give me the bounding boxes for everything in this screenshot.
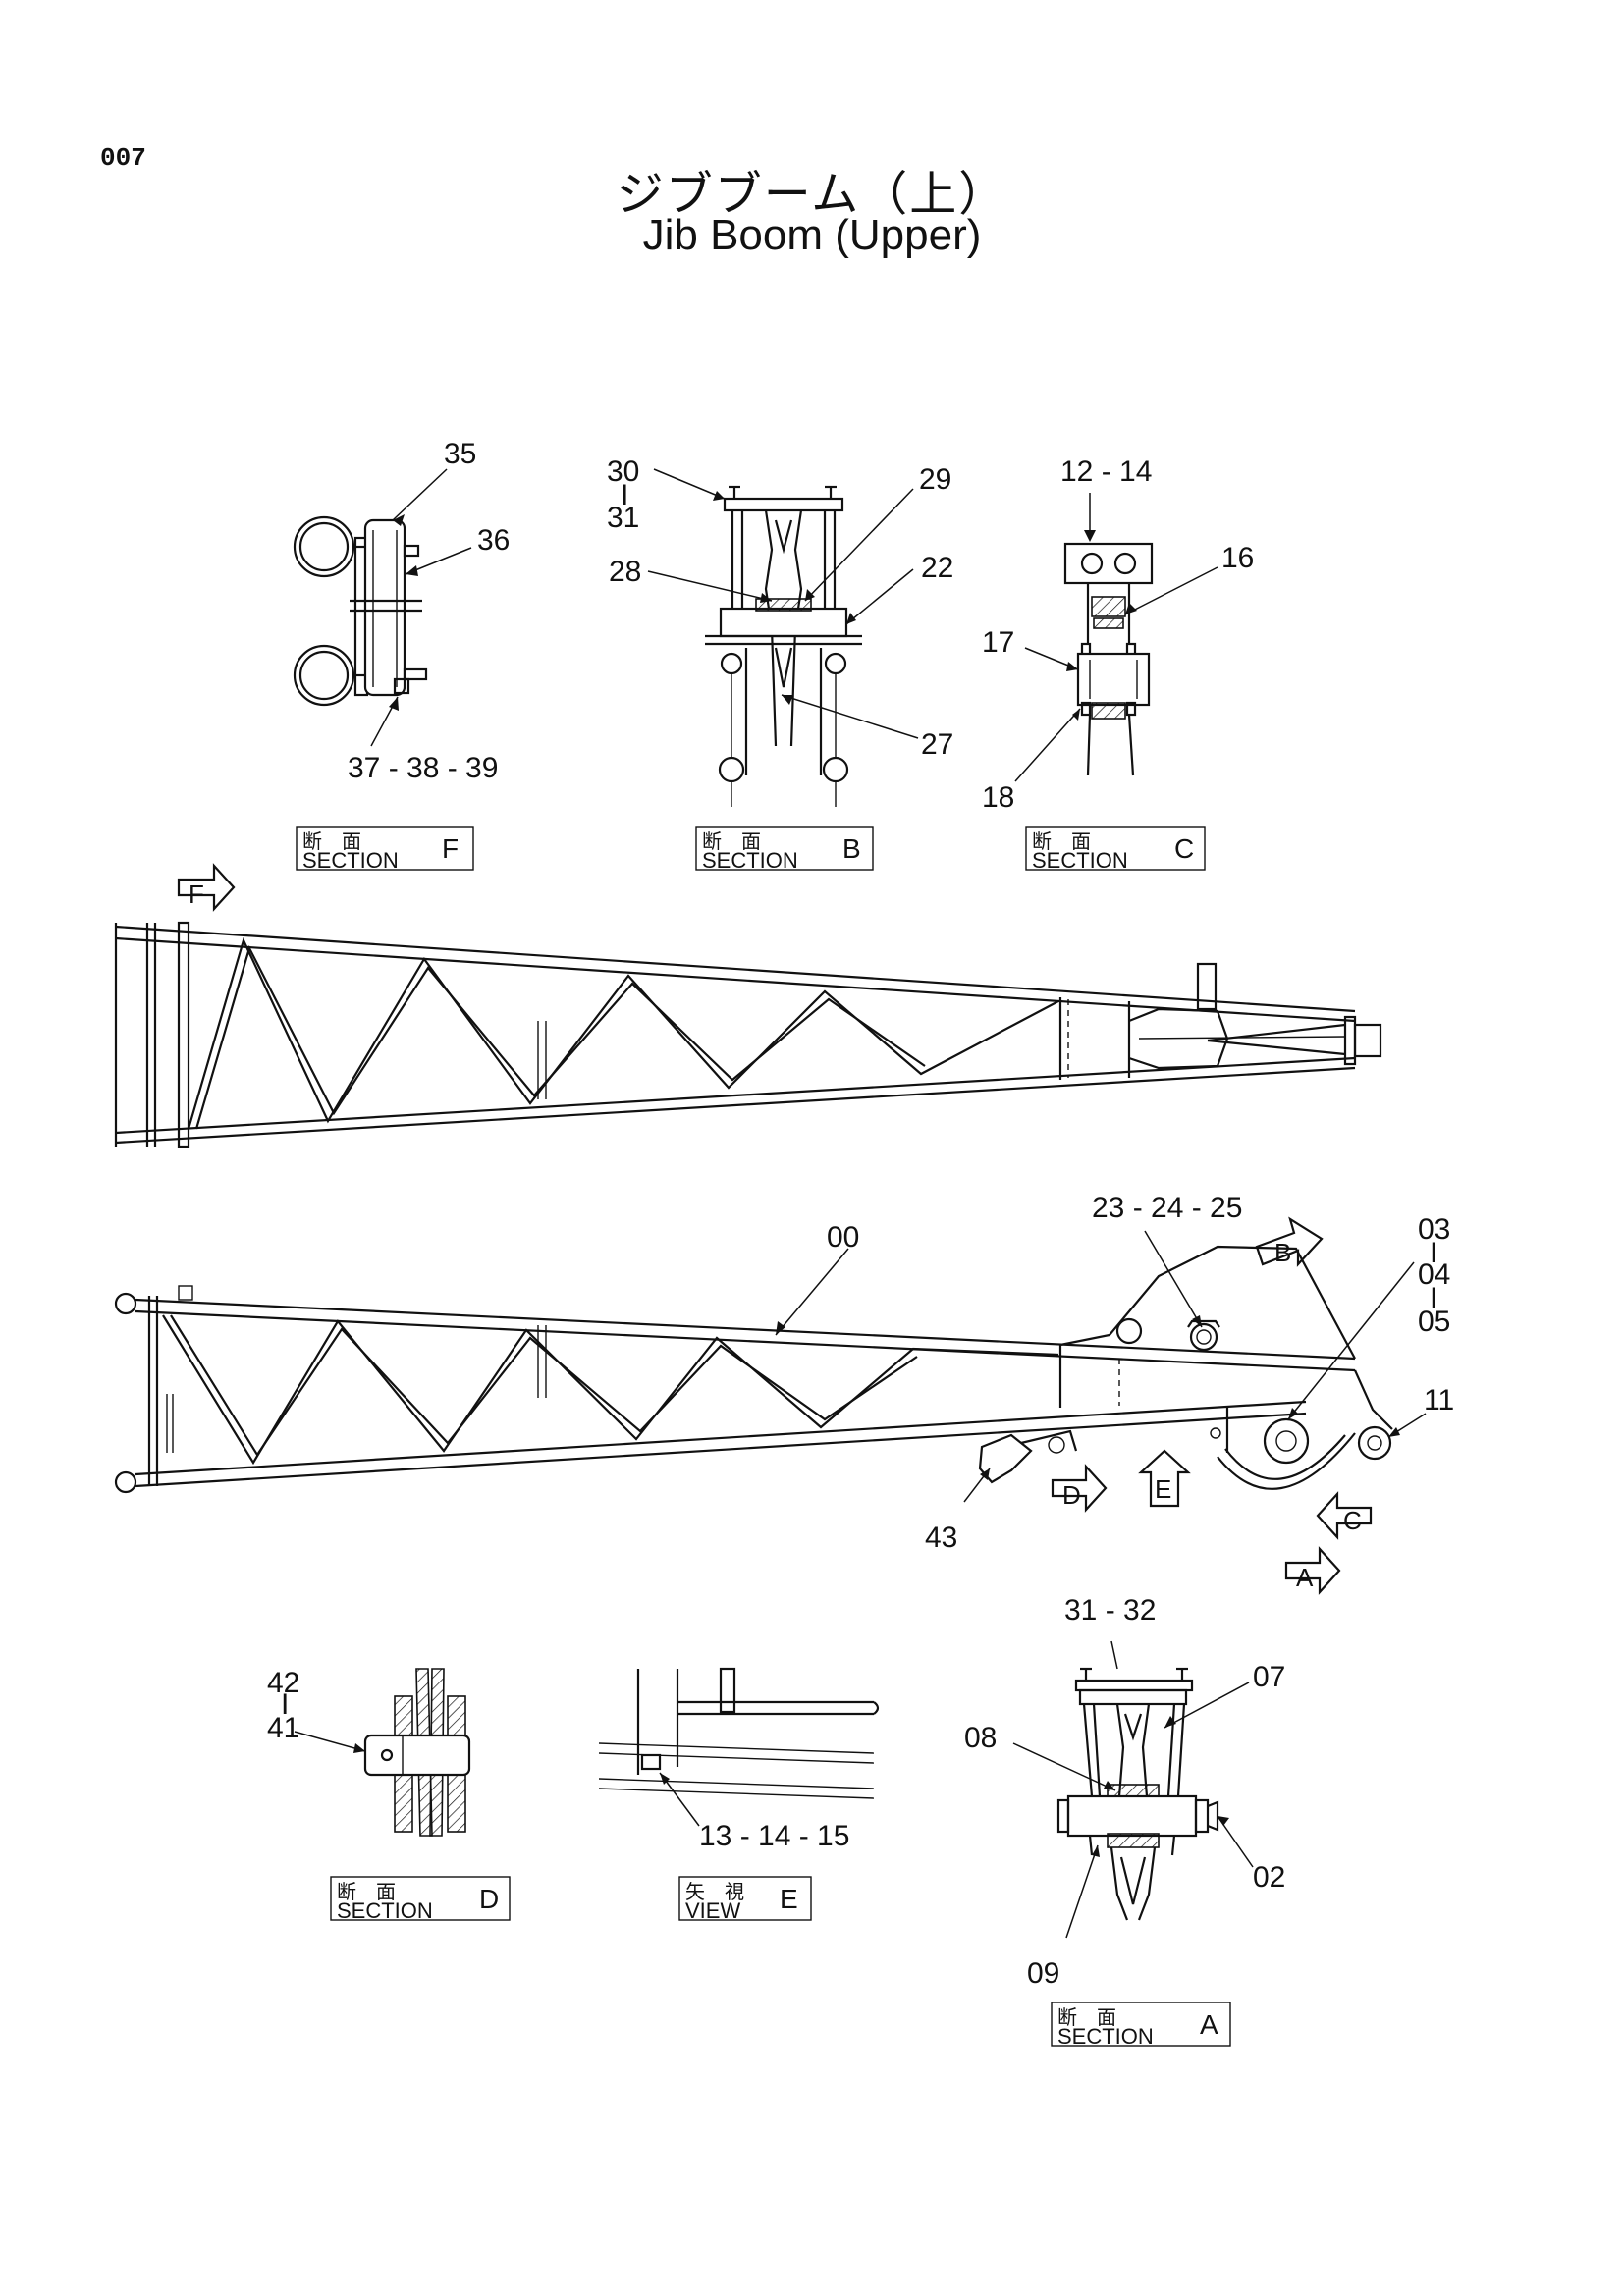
svg-text:断 面: 断 面 xyxy=(702,829,761,853)
svg-text:D: D xyxy=(1062,1480,1081,1510)
view-arrow-a: A xyxy=(1284,1546,1341,1595)
part-labels: 35 36 37 - 38 - 39 30 I 31 29 28 22 27 1… xyxy=(267,438,1454,1990)
svg-text:I: I xyxy=(281,1688,289,1721)
label-35: 35 xyxy=(444,438,476,470)
svg-text:SECTION: SECTION xyxy=(337,1898,433,1923)
view-arrow-b: B xyxy=(1255,1216,1324,1267)
label-13-15: 13 - 14 - 15 xyxy=(699,1820,849,1852)
label-18: 18 xyxy=(982,781,1014,814)
section-label-c: 断 面 SECTION C xyxy=(1025,826,1206,873)
svg-text:矢 視: 矢 視 xyxy=(685,1880,744,1903)
label-31: 31 xyxy=(607,502,639,534)
section-b-detail xyxy=(647,468,919,807)
label-42: 42 xyxy=(267,1667,299,1699)
label-36: 36 xyxy=(477,524,510,557)
page-number: 007 xyxy=(100,143,146,173)
section-f-detail xyxy=(293,468,472,747)
title-english: Jib Boom (Upper) xyxy=(642,211,982,259)
view-arrow-d: D xyxy=(1051,1464,1108,1513)
label-41: 41 xyxy=(267,1712,299,1744)
svg-text:C: C xyxy=(1343,1506,1362,1535)
section-label-f: 断 面 SECTION F xyxy=(296,826,474,873)
svg-text:I: I xyxy=(1430,1237,1437,1269)
svg-text:SECTION: SECTION xyxy=(302,848,399,873)
label-23-25: 23 - 24 - 25 xyxy=(1092,1192,1242,1224)
section-label-b: 断 面 SECTION B xyxy=(695,826,874,873)
svg-text:C: C xyxy=(1174,833,1194,864)
svg-text:B: B xyxy=(842,833,861,864)
section-label-d: 断 面 SECTION D xyxy=(330,1876,511,1923)
label-03: 03 xyxy=(1418,1213,1450,1246)
label-11: 11 xyxy=(1424,1384,1454,1416)
svg-text:I: I xyxy=(1430,1282,1437,1314)
svg-text:VIEW: VIEW xyxy=(685,1898,740,1923)
svg-text:E: E xyxy=(780,1884,798,1914)
svg-text:E: E xyxy=(1155,1474,1171,1504)
label-27: 27 xyxy=(921,728,953,761)
label-05: 05 xyxy=(1418,1306,1450,1338)
svg-text:I: I xyxy=(621,479,628,511)
label-30: 30 xyxy=(607,455,639,488)
svg-text:B: B xyxy=(1274,1238,1291,1267)
section-c-detail xyxy=(1014,493,1218,782)
label-29: 29 xyxy=(919,463,951,496)
view-arrow-f: F xyxy=(177,863,236,912)
label-07: 07 xyxy=(1253,1661,1285,1693)
section-a-detail xyxy=(1012,1640,1254,1939)
svg-text:D: D xyxy=(479,1884,499,1914)
label-12-14: 12 - 14 xyxy=(1060,455,1152,488)
section-d-detail xyxy=(294,1668,471,1837)
view-label-e: 矢 視 VIEW E xyxy=(678,1876,812,1923)
view-e-detail xyxy=(598,1667,880,1827)
label-43: 43 xyxy=(925,1522,957,1554)
view-arrow-e: E xyxy=(1138,1449,1191,1508)
svg-text:断 面: 断 面 xyxy=(1057,2005,1116,2029)
section-label-a: 断 面 SECTION A xyxy=(1051,2002,1231,2049)
view-arrow-c: C xyxy=(1316,1491,1373,1540)
svg-text:F: F xyxy=(442,833,459,864)
side-view-leaders xyxy=(775,1230,1427,1503)
label-09: 09 xyxy=(1027,1957,1059,1990)
svg-text:断 面: 断 面 xyxy=(1032,829,1091,853)
jib-boom-side-view xyxy=(114,1245,1393,1494)
svg-text:断 面: 断 面 xyxy=(337,1880,396,1903)
svg-text:SECTION: SECTION xyxy=(1057,2024,1154,2049)
jib-boom-top-view: F xyxy=(114,863,1382,1148)
svg-text:F: F xyxy=(189,880,204,909)
label-31-32: 31 - 32 xyxy=(1064,1594,1156,1627)
label-22: 22 xyxy=(921,552,953,584)
label-28: 28 xyxy=(609,556,641,588)
svg-text:SECTION: SECTION xyxy=(1032,848,1128,873)
label-37-39: 37 - 38 - 39 xyxy=(348,752,498,784)
label-04: 04 xyxy=(1418,1258,1450,1291)
label-02: 02 xyxy=(1253,1861,1285,1894)
label-00: 00 xyxy=(827,1221,859,1254)
label-16: 16 xyxy=(1221,542,1254,574)
svg-text:SECTION: SECTION xyxy=(702,848,798,873)
label-08: 08 xyxy=(964,1722,997,1754)
svg-text:断 面: 断 面 xyxy=(302,829,361,853)
title-japanese: ジブブーム（上） xyxy=(616,167,1008,222)
svg-text:A: A xyxy=(1200,2009,1218,2040)
svg-text:A: A xyxy=(1296,1563,1314,1592)
label-17: 17 xyxy=(982,626,1014,659)
